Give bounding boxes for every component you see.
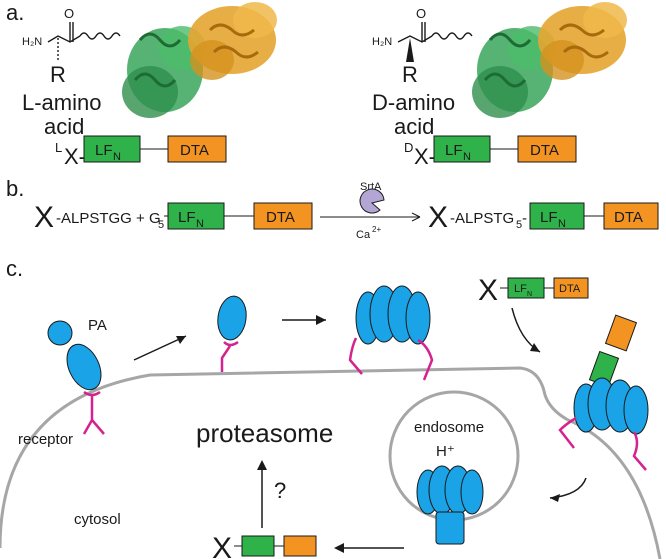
b-left-lf-box	[167, 202, 225, 230]
b-right-x: X	[428, 201, 448, 234]
c-cyto-x: X	[212, 532, 232, 559]
b-left-lf-label: LF	[178, 209, 196, 226]
l-amino-caption-line1: L-amino	[22, 90, 101, 115]
l-amino-acid-structure: H₂N O R	[22, 6, 121, 87]
panel-a-label: a.	[6, 0, 24, 25]
amine-label-right: H₂N	[372, 36, 392, 48]
b-left-dta-label: DTA	[266, 209, 295, 226]
b-left-dta-box	[253, 202, 313, 230]
d-construct-x: X-	[414, 144, 436, 169]
d-superscript: D	[404, 140, 413, 155]
pa-prepore	[348, 285, 434, 381]
b-right-dash: -	[522, 210, 527, 227]
r-group-label-right: R	[402, 62, 418, 87]
c-top-dta-box	[553, 277, 589, 299]
b-right-lf-box	[529, 202, 585, 230]
pa-pore-with-cargo	[558, 314, 649, 471]
panel-b-label: b.	[6, 176, 24, 201]
d-amino-caption-line1: D-amino	[372, 90, 455, 115]
l-superscript: L	[55, 140, 62, 155]
cell-membrane	[0, 366, 662, 559]
l-dta-box	[167, 135, 227, 163]
h-plus-label: H⁺	[436, 443, 455, 460]
cytosol-label: cytosol	[74, 511, 121, 528]
r-group-label: R	[50, 62, 66, 87]
endosome-pore	[416, 465, 484, 545]
l-amino-caption-line2: acid	[44, 114, 84, 139]
b-right-lf-label: LF	[540, 209, 558, 226]
receptor-label: receptor	[18, 431, 73, 448]
d-lf-sub: N	[463, 151, 471, 163]
protein-cartoon-left	[122, 2, 277, 118]
protein-cartoon-right	[472, 2, 627, 118]
c-arrow-1	[133, 335, 187, 361]
d-lf-box	[433, 135, 491, 163]
b-g-sub: 5	[158, 219, 164, 231]
panel-c-label: c.	[6, 256, 23, 281]
carbonyl-oxygen-right: O	[416, 6, 426, 21]
d-amino-caption-line2: acid	[394, 114, 434, 139]
endosome-label: endosome	[414, 419, 484, 436]
b-right-dta-box	[603, 202, 659, 230]
pa-monomer-on-receptor	[47, 320, 105, 435]
b-right-tag: -ALPSTG	[450, 210, 514, 227]
pa-cleaved	[217, 295, 247, 372]
l-lf-sub: N	[113, 151, 121, 163]
d-dta-label: DTA	[530, 142, 559, 159]
b-left-x: X	[34, 201, 54, 234]
b-right-dta-label: DTA	[614, 209, 643, 226]
b-right-lf-sub: N	[558, 218, 566, 230]
l-construct-x: X-	[64, 144, 86, 169]
b-left-lf-sub: N	[196, 218, 204, 230]
calcium-label: Ca	[356, 229, 371, 241]
c-top-construct: X LF N DTA	[478, 274, 589, 307]
d-dta-box	[517, 135, 577, 163]
pa-label: PA	[88, 317, 107, 334]
proteasome-label: proteasome	[196, 418, 333, 448]
question-label: ?	[274, 478, 286, 503]
l-dta-label: DTA	[180, 142, 209, 159]
c-top-lf-label: LF	[514, 283, 527, 295]
carbonyl-oxygen: O	[64, 6, 74, 21]
calcium-charge: 2+	[372, 225, 381, 234]
c-cyto-dta-box	[283, 535, 317, 557]
c-arrow-4	[549, 477, 587, 499]
sortase-reaction: X -ALPSTGG + G 5 LF N DTA SrtA Ca 2+ X -…	[34, 181, 659, 241]
c-cytosol-construct: X	[212, 532, 317, 559]
amine-label: H₂N	[22, 36, 42, 48]
c-top-lf-sub: N	[527, 291, 532, 298]
c-top-x: X	[478, 274, 498, 307]
d-amino-acid-structure: H₂N O R	[372, 6, 473, 87]
c-cyto-lf-box	[241, 535, 275, 557]
srta-enzyme-icon	[359, 188, 385, 214]
c-arrow-3	[511, 307, 541, 353]
l-lf-box	[83, 135, 141, 163]
b-left-tag: -ALPSTGG + G	[56, 210, 161, 227]
b-right-sub: 5	[516, 219, 522, 231]
d-lf-label: LF	[445, 142, 463, 159]
l-construct: L X- LF N DTA	[55, 135, 227, 169]
d-construct: D X- LF N DTA	[404, 135, 577, 169]
l-lf-label: LF	[95, 142, 113, 159]
c-top-dta-label: DTA	[559, 283, 581, 295]
